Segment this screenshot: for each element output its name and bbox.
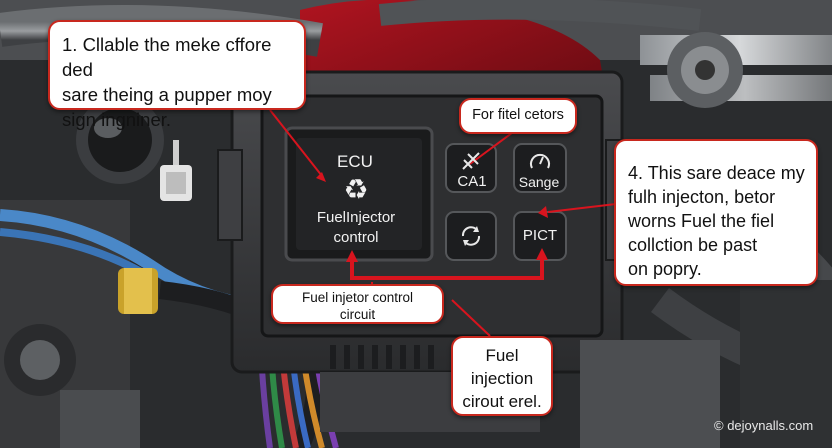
- spark-icon: [462, 152, 480, 170]
- button-pict-label: PICT: [522, 227, 558, 244]
- callout-fuel: Fuel injection cirout erel.: [451, 336, 553, 416]
- callout-top-left-line-2: sare theing a pupper moy: [62, 84, 272, 105]
- button-cat-label: CA1: [457, 173, 487, 190]
- ecu-subtitle: FuelInjector control: [296, 208, 416, 248]
- callout-right-line-1: 4. This sare deace my: [628, 163, 805, 183]
- ecu-title: ECU: [337, 152, 373, 171]
- callout-top-left-line-3: sign ingniner.: [62, 109, 172, 130]
- callout-fuel-line-1: Fuel: [485, 346, 519, 365]
- watermark: © dejoynalls.com: [714, 418, 814, 433]
- callout-right-line-4: collction be past: [628, 235, 758, 255]
- gauge-icon: [530, 153, 550, 169]
- callout-top-left: 1. Cllable the meke cffore ded sare thei…: [48, 20, 306, 130]
- callout-right-line-3: worns Fuel the fiel: [628, 211, 775, 231]
- callout-circuit-line-1: Fuel injetor control: [301, 290, 414, 305]
- callout-top-left-line-1: 1. Cllable the meke cffore ded: [62, 34, 272, 80]
- recycle-icon: ♻: [343, 174, 369, 205]
- callout-fuel-line-2: injection: [470, 369, 534, 388]
- button-sange-label: Sange: [518, 174, 560, 190]
- callout-fuel-line-3: cirout erel.: [462, 392, 542, 411]
- callout-circuit: Fuel injetor control circuit: [271, 284, 444, 324]
- callout-right: 4. This sare deace my fulh injecton, bet…: [614, 139, 818, 286]
- callout-circuit-line-2: circuit: [339, 307, 376, 322]
- ecu-subtitle-line-1: FuelInjector: [316, 209, 396, 226]
- callout-right-line-2: fulh injecton, betor: [628, 187, 776, 207]
- refresh-icon: [461, 226, 481, 246]
- callout-right-line-5: on popry.: [628, 259, 702, 279]
- callout-top-right: For fitel cetors: [459, 98, 577, 134]
- ecu-subtitle-line-2: control: [333, 229, 379, 246]
